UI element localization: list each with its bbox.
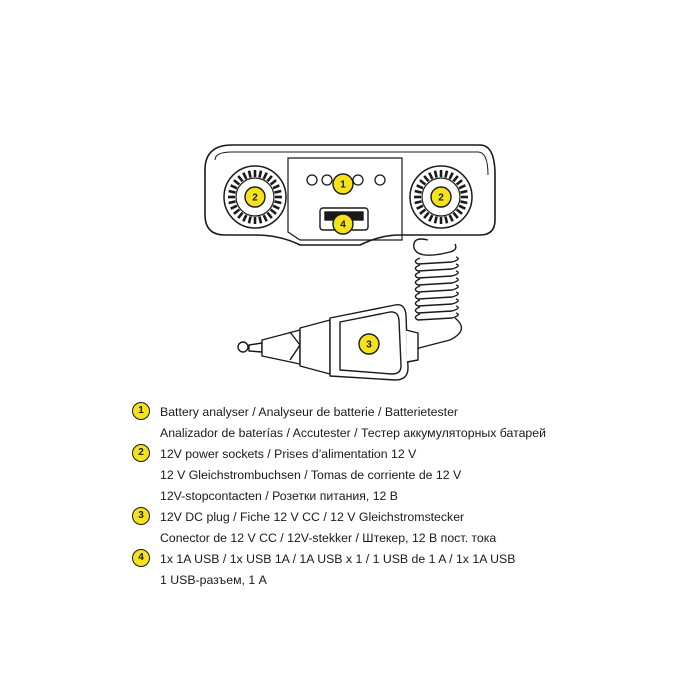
legend-number-badge: 2 [132, 444, 150, 462]
gear-tooth [269, 208, 277, 215]
legend-text-line: 1 USB-разъем, 1 А [160, 573, 267, 587]
led-indicators [306, 174, 386, 186]
car-charger-diagram: 1 2 2 3 4 [204, 144, 496, 381]
coil-loop [414, 312, 459, 321]
gear-tooth [414, 189, 422, 194]
gear-tooth [460, 189, 468, 194]
gear-tooth [416, 204, 424, 210]
legend-text-line: 12 V Gleichstrombuchsen / Tomas de corri… [160, 468, 462, 482]
coil-loop [414, 256, 459, 265]
callout-number: 1 [340, 180, 346, 191]
gear-tooth [228, 200, 236, 205]
gear-tooth [419, 179, 427, 186]
coil-loop [414, 291, 459, 300]
callout-badges: 1 2 2 3 4 [244, 173, 452, 355]
gear-tooth [428, 172, 434, 180]
coil-loop [414, 263, 459, 272]
legend-text-line: 12V DC plug / Fiche 12 V CC / 12 V Gleic… [160, 510, 465, 524]
gear-tooth [272, 184, 280, 190]
gear-tooth [460, 200, 468, 205]
gear-tooth [274, 200, 282, 205]
gear-tooth [458, 184, 466, 190]
gear-tooth [262, 214, 268, 222]
gear-tooth [433, 216, 438, 224]
gear-tooth [262, 172, 268, 180]
gear-tooth [448, 172, 454, 180]
gear-tooth [258, 216, 263, 224]
gear-tooth [247, 170, 252, 178]
gear-tooth [228, 189, 236, 194]
gear-tooth [230, 204, 238, 210]
gear-tooth [414, 200, 422, 205]
cable-coils [414, 256, 459, 321]
callout-badge-power-socket-left: 2 [244, 186, 266, 208]
callout-number: 4 [340, 220, 346, 231]
legend-number-badge: 1 [132, 402, 150, 420]
gear-tooth [237, 175, 244, 183]
gear-tooth [419, 208, 427, 215]
gear-tooth [269, 179, 277, 186]
gear-tooth [428, 214, 434, 222]
legend-text-line: 12V-stopcontacten / Розетки питания, 12 … [160, 489, 399, 503]
callout-number: 3 [366, 340, 372, 351]
gear-tooth [444, 216, 449, 224]
legend-number-badge: 4 [132, 549, 150, 567]
gear-tooth [272, 204, 280, 210]
gear-tooth [266, 211, 273, 219]
callout-badge-battery-analyser: 1 [332, 173, 354, 195]
gear-tooth [452, 175, 459, 183]
coil-loop [414, 270, 459, 279]
callout-number: 2 [438, 193, 444, 204]
legend-text-line: Analizador de baterías / Accutester / Те… [160, 426, 546, 440]
callout-badge-usb-port: 4 [332, 213, 354, 235]
coil-loop [414, 284, 459, 293]
gear-tooth [247, 216, 252, 224]
gear-tooth [448, 214, 454, 222]
gear-tooth [452, 211, 459, 219]
gear-tooth [433, 170, 438, 178]
legend-text-line: 12V power sockets / Prises d’alimentatio… [160, 447, 417, 461]
gear-tooth [455, 208, 463, 215]
coil-loop [414, 305, 459, 314]
callout-number: 2 [252, 193, 258, 204]
callout-badge-dc-plug: 3 [358, 333, 380, 355]
legend-text-line: 1x 1A USB / 1x USB 1A / 1A USB x 1 / 1 U… [160, 552, 516, 566]
coil-loop [414, 298, 459, 307]
legend-text-line: Conector de 12 V CC / 12V-stekker / Штек… [160, 531, 497, 545]
gear-tooth [258, 170, 263, 178]
gear-tooth [230, 184, 238, 190]
gear-tooth [423, 175, 430, 183]
gear-tooth [416, 184, 424, 190]
gear-tooth [455, 179, 463, 186]
gear-tooth [237, 211, 244, 219]
dc-plug [237, 304, 419, 381]
legend-text-line: Battery analyser / Analyseur de batterie… [160, 405, 459, 419]
coil-loop [414, 277, 459, 286]
gear-tooth [444, 170, 449, 178]
gear-tooth [233, 208, 241, 215]
gear-tooth [233, 179, 241, 186]
callout-badge-power-socket-right: 2 [430, 186, 452, 208]
legend-number-badge: 3 [132, 507, 150, 525]
gear-tooth [458, 204, 466, 210]
gear-tooth [266, 175, 273, 183]
gear-tooth [242, 214, 248, 222]
gear-tooth [242, 172, 248, 180]
gear-tooth [423, 211, 430, 219]
gear-tooth [274, 189, 282, 194]
coiled-cable [411, 238, 463, 351]
